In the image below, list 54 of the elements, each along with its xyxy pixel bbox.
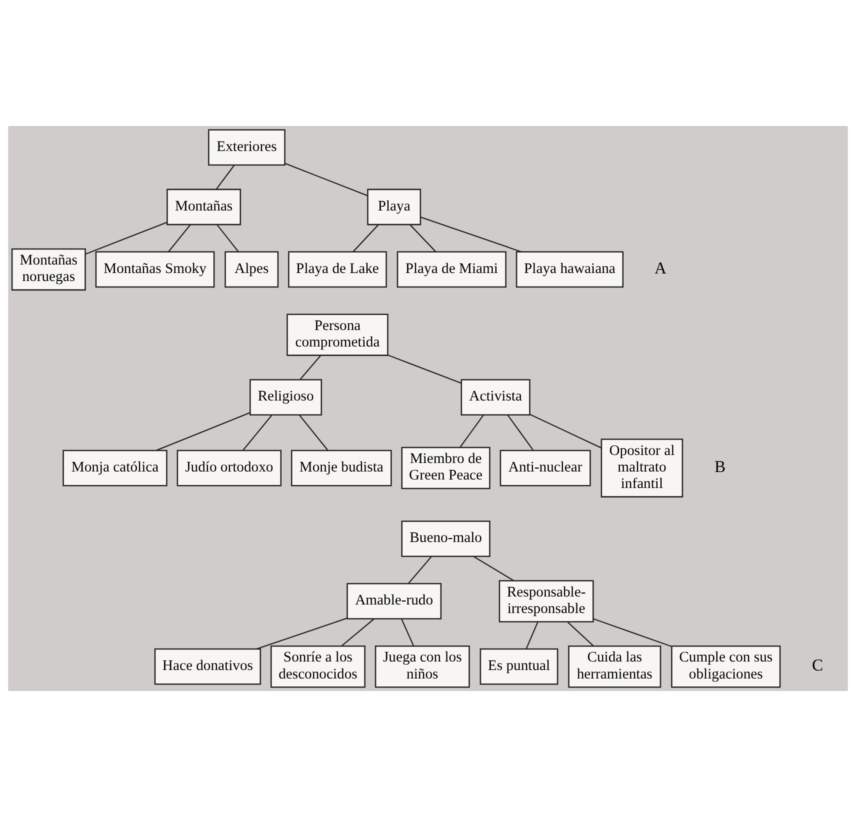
- connector: [216, 224, 239, 252]
- node-box: Opositor al maltrato infantil: [600, 438, 684, 497]
- node-box: Monje budista: [291, 449, 392, 486]
- connector: [401, 618, 414, 646]
- connector: [298, 414, 328, 450]
- connector: [410, 224, 436, 252]
- connector: [341, 618, 374, 646]
- node-box: Es puntual: [480, 648, 558, 684]
- connector: [256, 617, 348, 650]
- label: C: [812, 655, 824, 674]
- connector: [388, 354, 462, 384]
- connector: [216, 164, 235, 190]
- connector: [352, 224, 379, 252]
- node-box: Judío ortodoxo: [176, 449, 282, 486]
- node-box: Juega con los niños: [374, 644, 470, 688]
- node-box: Activista: [460, 378, 530, 415]
- node-box: Hace donativos: [154, 648, 262, 684]
- connector: [507, 414, 534, 450]
- connector: [284, 162, 368, 196]
- connector: [526, 621, 538, 648]
- node-box: Montañas Smoky: [95, 250, 215, 288]
- node-box: Cuida las herramientas: [568, 644, 662, 688]
- connector: [408, 556, 432, 584]
- node-box: Responsable-irresponsable: [498, 580, 594, 622]
- connector: [473, 555, 514, 581]
- node-box: Playa de Lake: [288, 250, 387, 288]
- node-box: Religioso: [250, 378, 322, 415]
- connector: [300, 354, 321, 380]
- node-box: Anti-nuclear: [500, 449, 591, 486]
- node-box: Sonríe a los desconocidos: [270, 644, 366, 688]
- connector: [593, 618, 672, 647]
- node-box: Montañas noruegas: [11, 248, 86, 290]
- node-box: Montañas: [166, 188, 242, 225]
- node-box: Miembro de Green Peace: [401, 446, 490, 489]
- node-box: Cumple con sus obligaciones: [671, 644, 781, 688]
- node-box: Playa de Miami: [396, 250, 506, 288]
- node-box: Amable-rudo: [346, 582, 442, 619]
- label: B: [714, 456, 726, 476]
- node-box: Exteriores: [208, 128, 286, 166]
- connector: [420, 216, 522, 252]
- connector: [460, 414, 484, 448]
- connector: [85, 221, 168, 254]
- node-box: Playa: [367, 188, 422, 225]
- node-box: Playa hawaiana: [516, 250, 624, 288]
- connector: [156, 412, 250, 450]
- label: A: [654, 258, 666, 277]
- connector: [567, 621, 594, 646]
- connector: [242, 414, 273, 450]
- node-box: Monja católica: [62, 449, 168, 486]
- connector: [530, 413, 602, 448]
- node-box: Alpes: [224, 250, 279, 288]
- node-box: Persona comprometida: [286, 313, 388, 356]
- node-box: Bueno-malo: [401, 520, 490, 556]
- connector: [168, 224, 191, 252]
